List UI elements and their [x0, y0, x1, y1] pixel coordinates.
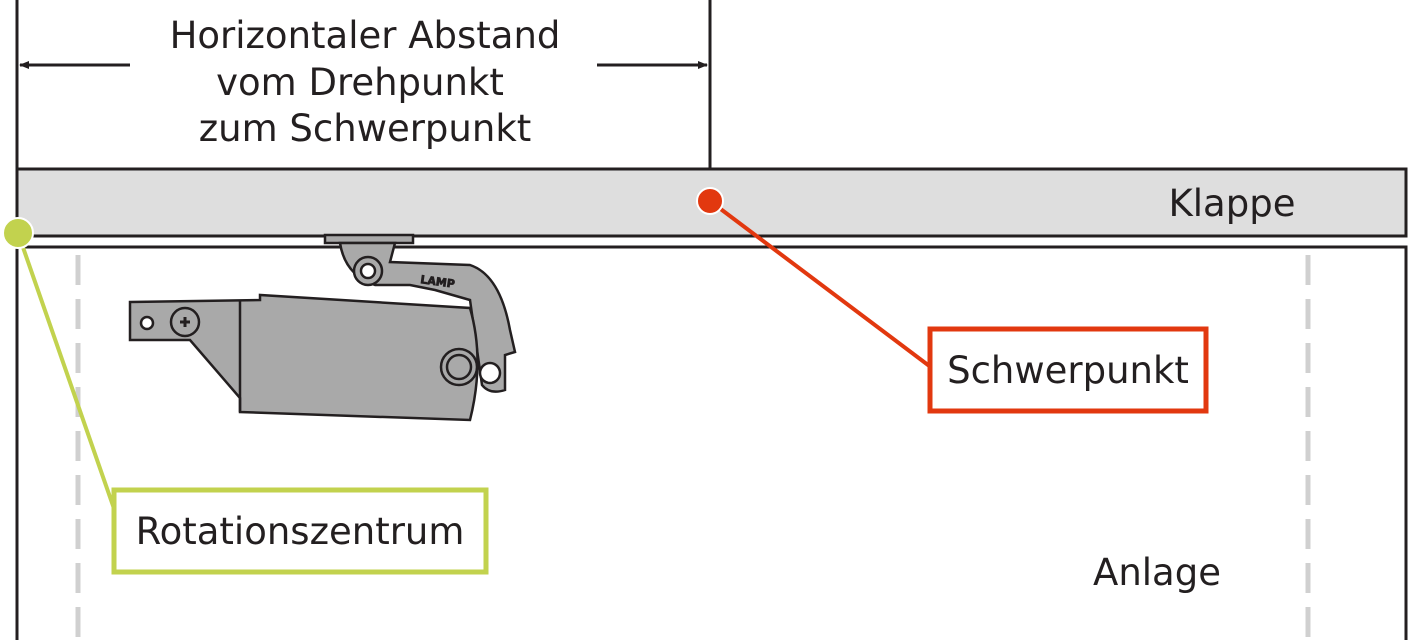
dimension-label-line-3: zum Schwerpunkt [199, 107, 532, 150]
center-of-gravity-box [927, 326, 1209, 414]
cabinet-label: Anlage [1093, 551, 1221, 594]
flap-label: Klappe [1169, 182, 1296, 225]
flap [15, 167, 1408, 238]
center-of-gravity-label: Schwerpunkt [947, 349, 1189, 392]
dimension-label-line-1: Horizontaler Abstand [170, 14, 561, 57]
rotation-center-label: Rotationszentrum [136, 510, 465, 553]
dimension-label-line-2: vom Drehpunkt [216, 61, 504, 104]
rotation-center-dot [2, 217, 34, 249]
hinge-mechanism: LAMP [128, 233, 517, 422]
center-of-gravity-leader [708, 199, 934, 370]
center-of-gravity-dot [696, 187, 724, 215]
hinge-brand-label: LAMP [420, 273, 456, 291]
rotation-center-leader [16, 232, 120, 521]
rotation-center-box [111, 487, 489, 575]
